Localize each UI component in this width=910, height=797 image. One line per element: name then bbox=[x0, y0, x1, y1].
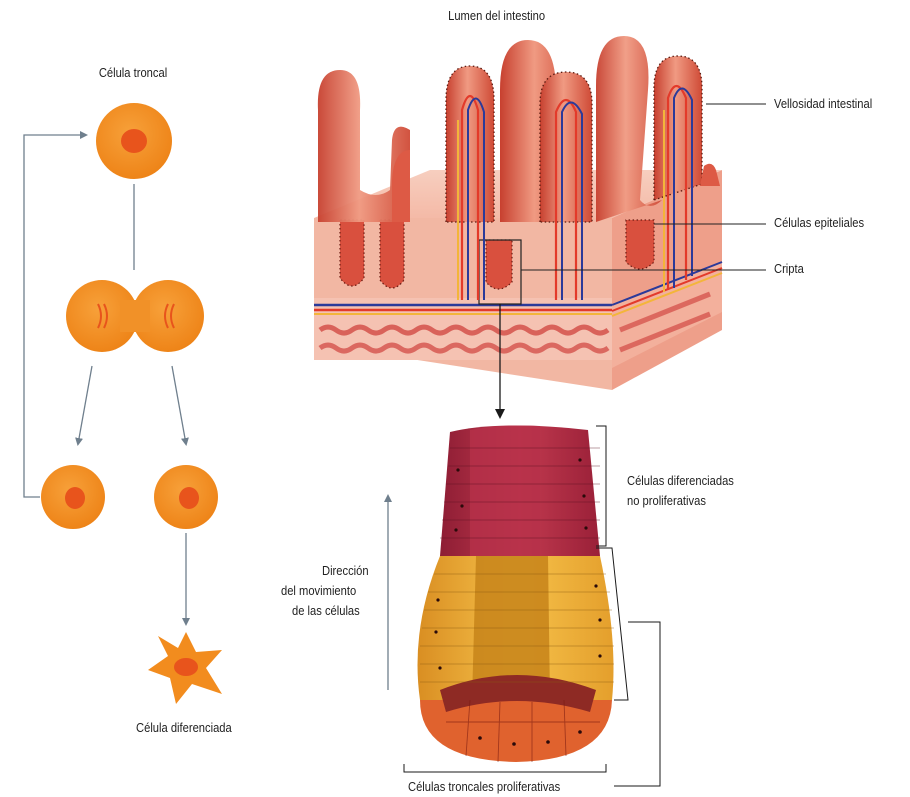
label-stem-cell: Célula troncal bbox=[90, 64, 176, 81]
label-differentiated-line-2: no proliferativas bbox=[627, 492, 706, 509]
label-epithelial-cells: Células epiteliales bbox=[774, 214, 864, 231]
label-proliferative-stem-cells: Células troncales proliferativas bbox=[408, 778, 560, 795]
intestine-block bbox=[314, 36, 722, 390]
label-lumen: Lumen del intestino bbox=[445, 7, 548, 24]
label-direction-line-2: del movimiento bbox=[281, 582, 356, 599]
label-direction-line-1: Dirección bbox=[322, 562, 369, 579]
crypt-magnified bbox=[418, 425, 615, 762]
label-crypt: Cripta bbox=[774, 260, 804, 277]
daughter-cell-left bbox=[41, 465, 105, 529]
label-direction-line-3: de las células bbox=[292, 602, 360, 619]
split-arrow-right bbox=[172, 366, 186, 444]
dividing-cell bbox=[66, 280, 204, 352]
bracket-base bbox=[404, 764, 606, 772]
split-arrow-left bbox=[78, 366, 92, 444]
differentiated-cell bbox=[148, 632, 222, 704]
stem-cell bbox=[96, 103, 172, 179]
label-differentiated-line-1: Células diferenciadas bbox=[627, 472, 734, 489]
daughter-cell-right bbox=[154, 465, 218, 529]
label-differentiated-cell: Célula diferenciada bbox=[128, 719, 240, 736]
proliferative-pointer bbox=[614, 622, 660, 786]
cell-lineage bbox=[24, 103, 222, 704]
bracket-differentiated bbox=[596, 426, 606, 546]
label-villus: Vellosidad intestinal bbox=[774, 95, 872, 112]
